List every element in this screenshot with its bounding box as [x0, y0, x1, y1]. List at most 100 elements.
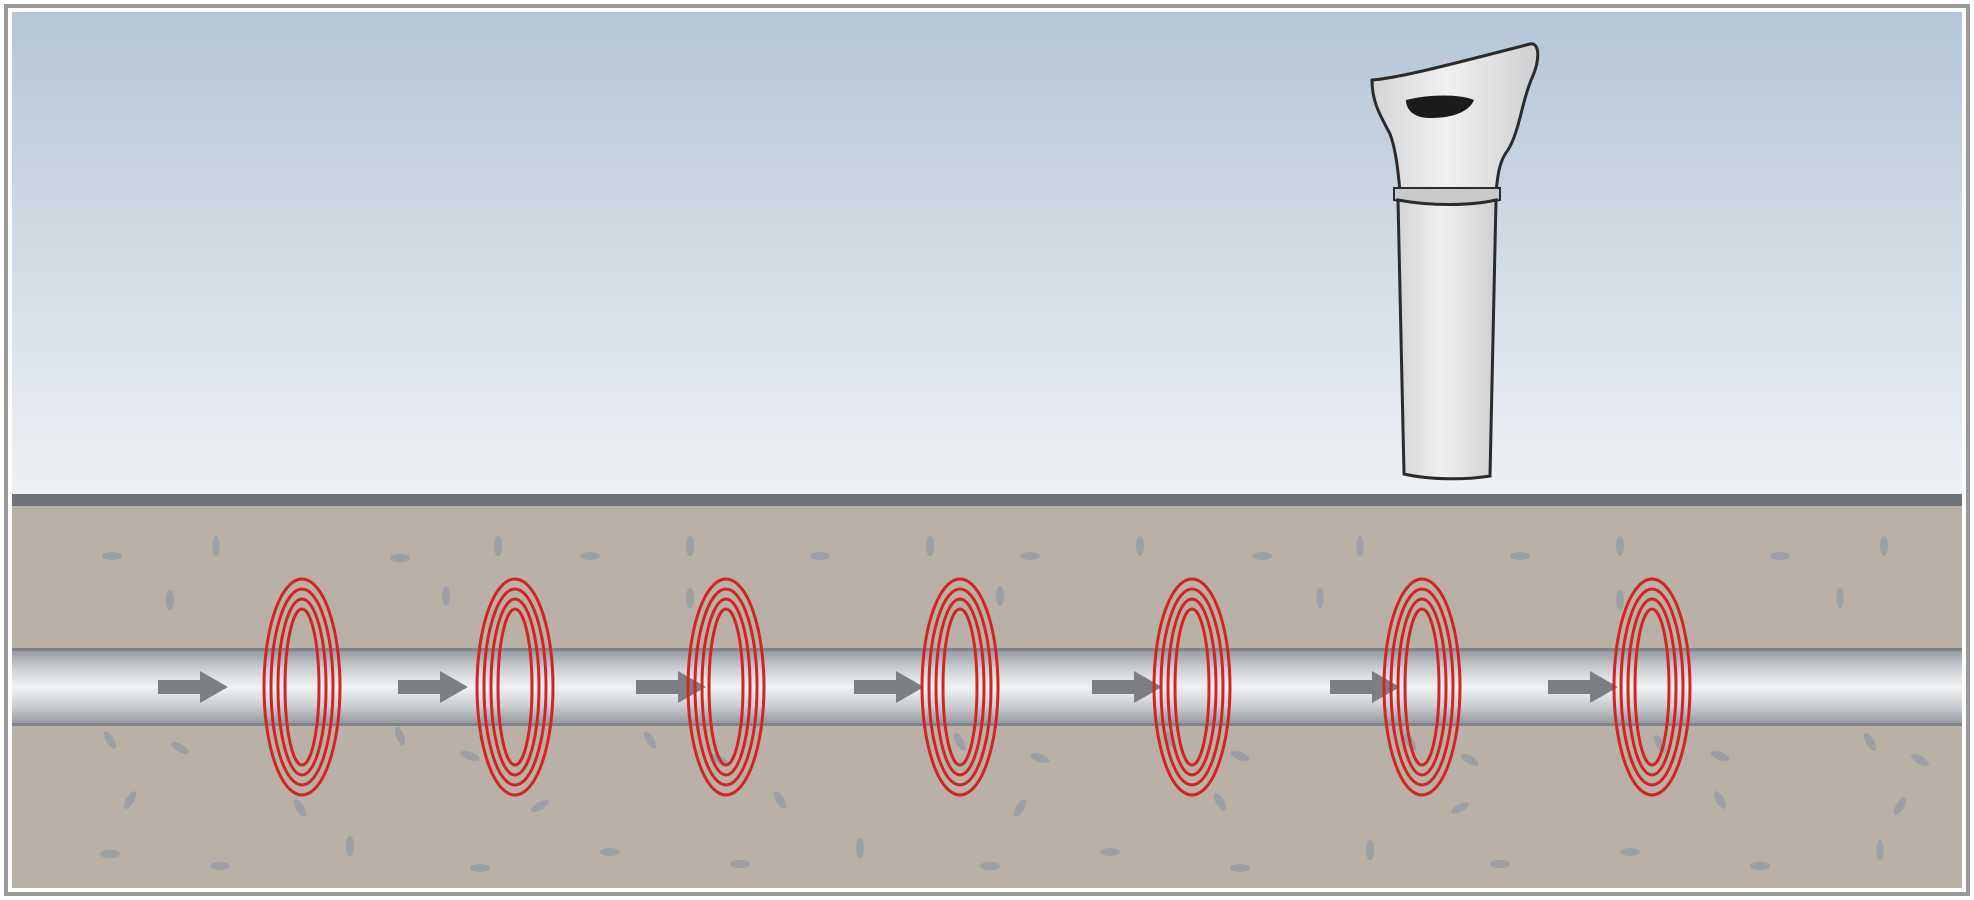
soil-speckle — [1880, 536, 1888, 556]
soil-speckle — [1100, 848, 1120, 856]
field-ring-line — [1626, 597, 1678, 777]
concentric-rings-icon — [262, 577, 342, 797]
field-ring-line — [482, 587, 548, 787]
soil-speckle — [953, 733, 967, 751]
soil-speckle — [1770, 552, 1790, 560]
field-ring-line — [1612, 577, 1692, 797]
soil-speckle — [996, 586, 1004, 606]
soil-speckle — [123, 791, 137, 809]
concentric-rings-icon — [475, 577, 555, 797]
cable-locator-icon — [1370, 42, 1540, 481]
field-ring-line — [693, 587, 759, 787]
field-ring-line — [1396, 597, 1448, 777]
field-ring-line — [1633, 607, 1671, 767]
field-ring-line — [941, 607, 979, 767]
right-arrow-icon — [158, 671, 228, 703]
soil-speckle — [1316, 588, 1324, 608]
field-ring-line — [489, 597, 541, 777]
soil-speckle — [1252, 552, 1272, 560]
soil-speckle — [390, 554, 410, 562]
soil-speckle — [1893, 797, 1907, 815]
concentric-rings-icon — [920, 577, 1000, 797]
field-ring-line — [1382, 577, 1462, 797]
soil-speckle — [346, 836, 354, 856]
field-ring-line — [686, 577, 766, 797]
right-arrow-icon — [1548, 671, 1618, 703]
soil-speckle — [1616, 536, 1624, 556]
soil-speckle — [103, 731, 117, 749]
soil-speckle — [1911, 753, 1929, 767]
field-ring-line — [920, 577, 1000, 797]
soil-speckle — [531, 799, 549, 813]
soil-speckle — [643, 731, 657, 749]
frame-border — [4, 4, 1970, 896]
soil-speckle — [686, 588, 694, 608]
soil-speckle — [1230, 750, 1250, 762]
right-arrow-icon — [398, 671, 468, 703]
soil-speckle — [926, 536, 934, 556]
soil-speckle — [1750, 862, 1770, 870]
field-ring-line — [269, 587, 335, 787]
soil-speckle — [686, 536, 694, 556]
soil-speckle — [773, 791, 787, 809]
soil-speckle — [1836, 588, 1844, 608]
soil-speckle — [1616, 590, 1624, 610]
soil-speckle — [1020, 552, 1040, 560]
soil-speckle — [210, 862, 230, 870]
right-arrow-icon — [1330, 671, 1400, 703]
soil-speckle — [460, 750, 480, 762]
soil-speckle — [293, 799, 307, 817]
soil-speckle — [810, 552, 830, 560]
soil-speckle — [1366, 840, 1374, 860]
field-ring-line — [1389, 587, 1455, 787]
concentric-rings-icon — [686, 577, 766, 797]
soil-speckle — [1863, 733, 1877, 751]
field-ring-line — [927, 587, 993, 787]
soil-speckle — [394, 726, 406, 746]
soil-speckles — [100, 536, 1929, 872]
field-ring-line — [1173, 607, 1211, 767]
right-arrow-icon — [854, 671, 924, 703]
ground-surface-line — [12, 494, 1962, 506]
soil-speckle — [1620, 848, 1640, 856]
locator-handle — [1370, 42, 1540, 194]
locator-screen — [1406, 95, 1474, 118]
soil-speckle — [1230, 864, 1250, 872]
field-ring-line — [1152, 577, 1232, 797]
field-ring-line — [934, 597, 986, 777]
soil-speckle — [1213, 793, 1227, 811]
concentric-rings-icon — [1612, 577, 1692, 797]
soil-speckle — [102, 552, 122, 560]
soil-speckle — [1136, 536, 1144, 556]
field-ring-line — [283, 607, 321, 767]
field-ring-line — [496, 607, 534, 767]
field-ring-line — [1166, 597, 1218, 777]
soil-speckle — [600, 848, 620, 856]
soil-speckle — [212, 536, 220, 556]
field-ring-line — [1619, 587, 1685, 787]
soil-speckle — [470, 864, 490, 872]
magnetic-field-rings — [262, 577, 1692, 797]
field-ring-line — [475, 577, 555, 797]
field-ring-line — [700, 597, 752, 777]
soil-speckle — [1461, 753, 1479, 767]
soil-speckle — [856, 838, 864, 858]
soil-speckle — [1876, 840, 1884, 860]
soil-speckle — [1356, 536, 1364, 556]
soil-speckle — [171, 741, 189, 755]
right-arrow-icon — [1092, 671, 1162, 703]
concentric-rings-icon — [1152, 577, 1232, 797]
soil-speckle — [1710, 750, 1730, 762]
soil-speckle — [1510, 552, 1530, 560]
soil-speckle — [166, 590, 174, 610]
concentric-rings-icon — [1382, 577, 1462, 797]
field-ring-line — [276, 597, 328, 777]
soil-speckle — [1030, 752, 1050, 764]
soil-speckle — [580, 552, 600, 560]
soil-speckle — [1013, 799, 1027, 817]
field-ring-line — [707, 607, 745, 767]
soil-speckle — [442, 586, 450, 606]
soil-speckle — [980, 862, 1000, 870]
soil-speckle — [1490, 860, 1510, 868]
field-ring-line — [262, 577, 342, 797]
